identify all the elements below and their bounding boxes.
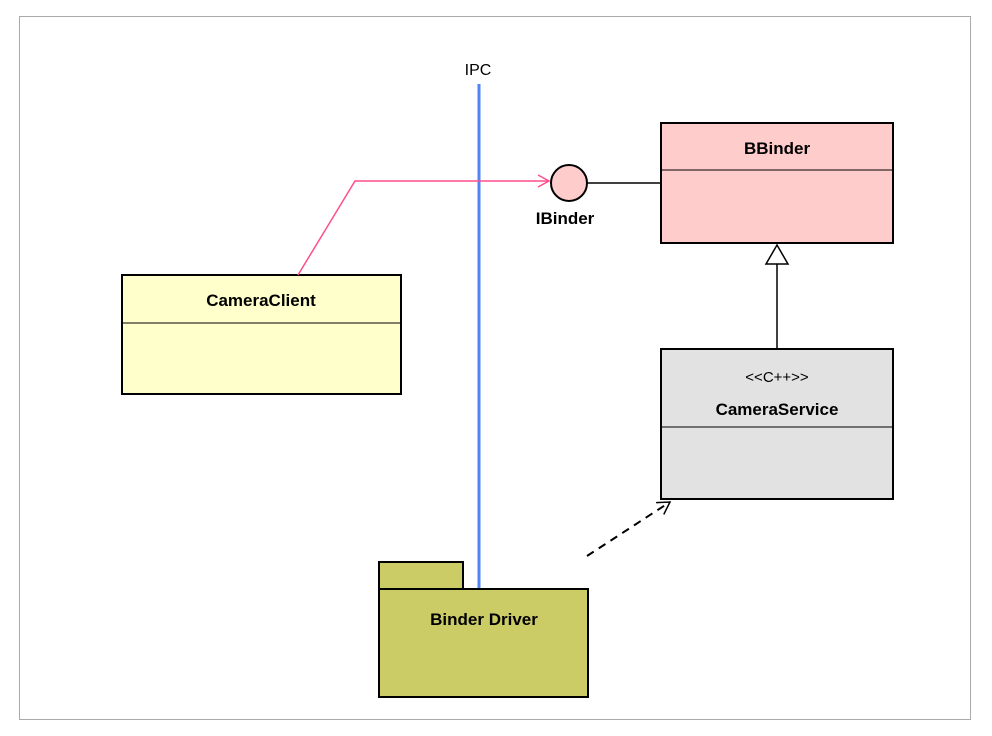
generalization-arrowhead <box>764 243 790 265</box>
binder-driver-package[interactable]: Binder Driver <box>378 561 589 698</box>
bbinder-name: BBinder <box>744 139 811 158</box>
camera-client-class[interactable]: CameraClient <box>121 274 402 395</box>
ibinder-label: IBinder <box>536 209 595 228</box>
camera-client-name: CameraClient <box>206 291 316 310</box>
camera-client-box <box>121 274 402 395</box>
package-name: Binder Driver <box>430 610 538 629</box>
diagram-frame <box>19 16 971 720</box>
camera-service-stereotype: <<C++>> <box>745 369 809 386</box>
ipc-label: IPC <box>465 62 492 79</box>
client-to-ibinder-arrow <box>297 174 551 276</box>
driver-to-service-dependency <box>586 501 672 557</box>
camera-service-name: CameraService <box>716 400 839 419</box>
package-body <box>378 588 589 698</box>
bbinder-class[interactable]: BBinder <box>660 122 894 244</box>
package-tab <box>378 561 464 590</box>
ibinder-interface-icon[interactable] <box>550 164 588 202</box>
camera-service-class[interactable]: <<C++>> CameraService <box>660 348 894 500</box>
camera-service-box <box>660 348 894 500</box>
